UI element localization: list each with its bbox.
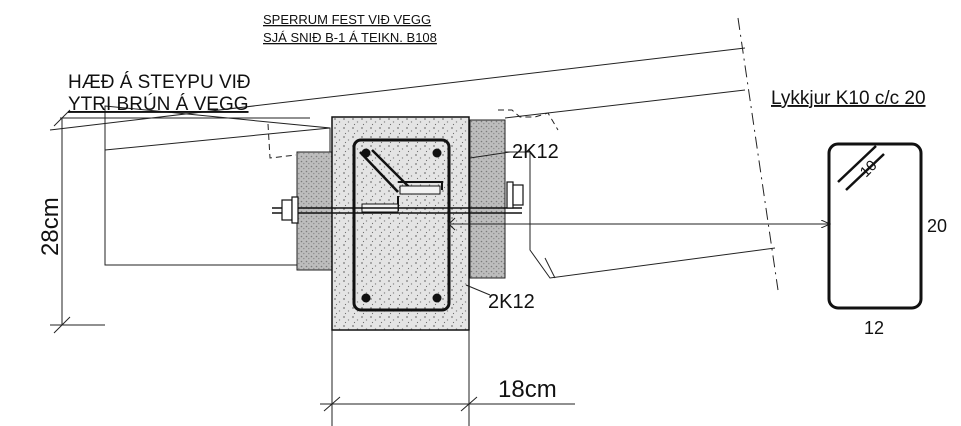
timber-block-right	[469, 119, 506, 279]
through-bolt	[272, 181, 524, 224]
leader-lines	[60, 117, 830, 296]
rebar-label-top: 2K12	[512, 141, 559, 163]
rebar-dot-bottom-right	[432, 293, 442, 303]
rebar-dot-top-right	[432, 148, 442, 158]
stirrup-width: 12	[864, 318, 884, 338]
timber-block-left	[296, 151, 333, 271]
right-rafter	[504, 89, 776, 279]
dimension-height	[50, 109, 105, 334]
rebar-label-bottom: 2K12	[488, 291, 535, 313]
stirrup-height: 20	[927, 216, 947, 236]
break-lines	[267, 17, 779, 291]
dimension-width	[320, 396, 575, 412]
note-top-line1: SPERRUM FEST VIÐ VEGG	[263, 12, 431, 27]
stirrup-detail	[827, 142, 923, 310]
note-top-line2: SJÁ SNIÐ B-1 Á TEIKN. B108	[263, 30, 437, 45]
stirrup-title: Lykkjur K10 c/c 20	[771, 88, 926, 109]
rebar-dot-bottom-left	[361, 293, 371, 303]
dimension-width-label: 18cm	[498, 376, 557, 403]
note-left-line1: HÆÐ Á STEYPU VIÐ	[68, 72, 251, 93]
rebar-dot-top-left	[361, 148, 371, 158]
dimension-height-label: 28cm	[37, 197, 64, 256]
note-left-line2: YTRI BRÚN Á VEGG	[68, 93, 249, 115]
